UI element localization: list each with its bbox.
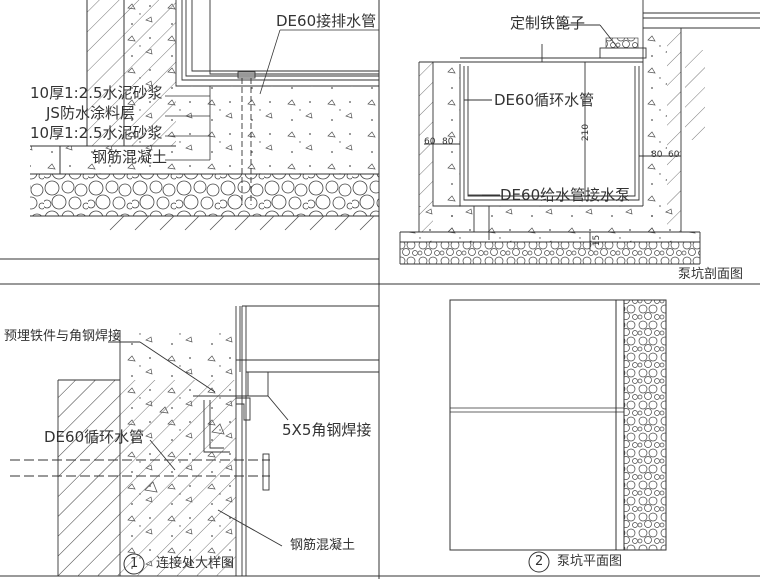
- circulation-pipe-label: DE60循环水管: [494, 91, 595, 109]
- circulation-pipe-detail-label: DE60循环水管: [44, 428, 145, 446]
- layer-label-1: 10厚1:2.5水泥砂浆: [30, 84, 163, 102]
- dim-80-right: 80: [651, 150, 663, 160]
- layer-label-4: 钢筋混凝土: [92, 148, 168, 166]
- dim-15: 15: [592, 234, 603, 247]
- dim-60-left: 60: [424, 137, 436, 147]
- caption-2-number: 2: [535, 554, 544, 569]
- caption-1-number: 1: [130, 556, 139, 571]
- section-pump-pit: [399, 0, 760, 265]
- section-pump-plan: [449, 299, 667, 551]
- supply-pipe-label: DE60给水管接水泵: [500, 186, 631, 204]
- angle-weld-label: 5X5角钢焊接: [282, 421, 372, 439]
- concrete-label: 钢筋混凝土: [290, 538, 356, 553]
- drain-pipe-label: DE60接排水管: [276, 12, 377, 30]
- dim-80-left: 80: [442, 137, 454, 147]
- dim-60-right: 60: [668, 150, 680, 160]
- grate-label: 定制铁篦子: [510, 14, 586, 32]
- embed-label: 预埋铁件与角钢焊接: [4, 329, 122, 344]
- section-connection-detail: [10, 305, 379, 576]
- dim-210: 210: [581, 123, 592, 142]
- connection-detail-caption: 连接处大样图: [156, 556, 235, 571]
- layer-label-3: 10厚1:2.5水泥砂浆: [30, 124, 163, 142]
- caption-2-circle: [528, 551, 550, 573]
- pump-pit-section-caption: 泵坑剖面图: [678, 267, 744, 282]
- layer-label-2: JS防水涂料层: [46, 104, 135, 122]
- pump-pit-plan-caption: 泵坑平面图: [557, 554, 623, 569]
- section-wall-floor: [30, 0, 379, 231]
- caption-1-circle: [123, 553, 145, 575]
